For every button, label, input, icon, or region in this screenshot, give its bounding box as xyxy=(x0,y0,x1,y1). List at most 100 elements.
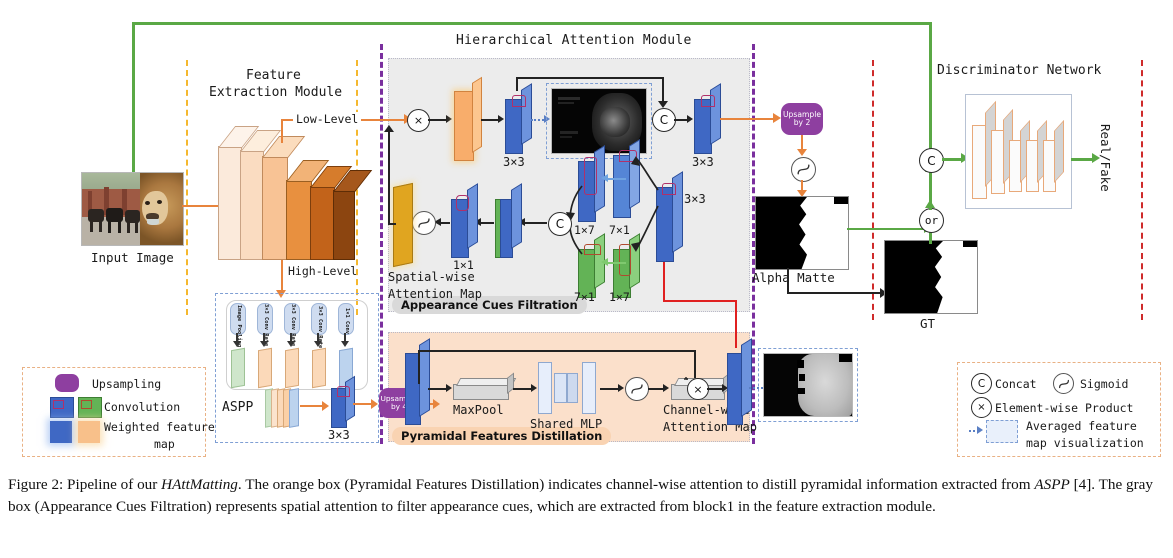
red-feedback-vertical-right xyxy=(735,300,738,348)
pfd-viz-dashbox xyxy=(758,348,858,422)
arrowhead-highlevel xyxy=(276,290,286,298)
maxpool-label: MaxPool xyxy=(453,403,504,417)
acf-scale-concat-node: C xyxy=(548,212,572,236)
pfd-product-op xyxy=(686,378,688,380)
arrow-weighted-to-conv xyxy=(481,119,500,121)
acf-k1x7-top-slab xyxy=(578,145,605,222)
high-level-label: High-Level xyxy=(288,264,358,278)
legend-weighted-label-2: map xyxy=(154,437,175,451)
legend-weighted-swatch-blue xyxy=(50,421,72,443)
weighted-feature-slab-orange xyxy=(452,76,482,161)
pfd-x-node: × xyxy=(687,378,709,400)
arrow-input-to-backbone xyxy=(182,205,222,208)
green-skip-top xyxy=(132,22,932,25)
low-level-label: Low-Level xyxy=(293,112,362,126)
arrow-conv-to-upsample4 xyxy=(353,403,373,405)
arrow-k7x1-to-k1x7-top xyxy=(608,178,626,180)
pfd-x-symbol: × xyxy=(693,382,703,396)
upsample-by2-line1: Upsample xyxy=(783,110,821,120)
spatial-attention-label-1: Spatial-wise xyxy=(388,270,475,284)
upsample-by4-line2: by 4 xyxy=(390,402,408,411)
caption-pre: Figure 2: Pipeline of our xyxy=(8,476,162,493)
legend-viz-label-2: map visualization xyxy=(1026,436,1144,450)
legend-viz-label-1: Averaged feature xyxy=(1026,419,1137,433)
acf-k7x1-top-label: 7×1 xyxy=(609,223,630,237)
acf-elementwise-product-node: × xyxy=(407,109,430,132)
legend-concat-icon: C xyxy=(971,373,992,394)
lowlevel-vertical xyxy=(281,119,284,143)
acf-conv3x3-branchinput-slab xyxy=(656,171,683,262)
pyramidal-features-tag: Pyramidal Features Distillation xyxy=(392,427,612,445)
concat-to-discriminator xyxy=(942,158,964,161)
acf-feature-map-visualization xyxy=(551,88,647,154)
discriminator-concat-node: C xyxy=(919,148,944,173)
separator-purple-left xyxy=(380,44,383,444)
acf-product-symbol: × xyxy=(413,114,424,127)
backbone-stack xyxy=(218,118,373,263)
pfd-multiply-node xyxy=(685,377,687,379)
upsample-by2-pill: Upsample by 2 xyxy=(781,103,823,135)
spatial-out-left xyxy=(388,223,396,225)
arrow-sigmoid-to-chanattn xyxy=(648,388,666,390)
acf-scale-concat-symbol: C xyxy=(555,217,565,231)
legend-product-label: Element-wise Product xyxy=(995,401,1134,415)
appearance-cues-tag: Appearance Cues Filtration xyxy=(392,296,587,314)
sigmoid-node-spatial xyxy=(412,211,436,235)
caption-italic-hattmatting: HAttMatting xyxy=(161,476,238,493)
arrow-aspp-to-conv xyxy=(300,405,324,407)
legend-concat-symbol: C xyxy=(977,377,986,390)
discriminator-output-line xyxy=(1071,158,1095,161)
acf-split-slab xyxy=(495,183,522,258)
arrow-concat-to-conv3x3b xyxy=(674,119,690,121)
acf-conv3x3-top-label: 3×3 xyxy=(503,155,525,169)
caption-mid1: . The orange box (Pyramidal Features Dis… xyxy=(237,476,1035,493)
conv3x3-aspp-slab xyxy=(331,375,355,428)
aspp-box xyxy=(215,293,379,443)
arrow-mul-to-weighted xyxy=(428,119,448,121)
acf-conv1x1-label: 1×1 xyxy=(453,258,474,272)
legend-sigmoid-icon xyxy=(1053,373,1074,394)
discriminator-title: Discriminator Network xyxy=(937,63,1102,78)
aspp-label: ASPP xyxy=(222,400,254,415)
acf-top-route-up xyxy=(516,77,518,91)
legend-upsampling-label: Upsampling xyxy=(92,377,162,391)
legend-sigmoid-label: Sigmoid xyxy=(1080,377,1129,391)
pfd-output-slab xyxy=(727,338,752,425)
acf-concat-symbol: C xyxy=(659,113,669,127)
legend-convolution-swatch-green xyxy=(78,397,102,418)
alpha-to-gt-down xyxy=(787,268,789,294)
arrow-to-upsample2 xyxy=(720,118,776,121)
arrow-prod-to-out xyxy=(707,388,725,390)
arrow-mlp-to-sigmoid xyxy=(600,388,621,390)
upsample-by2-line2: by 2 xyxy=(793,118,811,127)
legend-upsampling-swatch xyxy=(55,374,79,392)
dotted-arrow-acf-viz xyxy=(531,119,547,121)
pfd-feature-map-visualization xyxy=(763,353,853,417)
pfd-skip-top xyxy=(418,350,696,352)
acf-k1x7-top-label: 1×7 xyxy=(574,223,595,237)
alpha-matte-label: Alpha Matte xyxy=(752,270,835,285)
pfd-skip-right xyxy=(694,350,696,384)
feature-extraction-title-line2: Extraction Module xyxy=(209,85,343,100)
acf-top-route-across xyxy=(516,77,664,79)
green-skip-right xyxy=(929,22,932,160)
conv3x3-aspp-label: 3×3 xyxy=(328,428,350,442)
hierarchical-attention-title: Hierarchical Attention Module xyxy=(456,33,692,48)
feature-extraction-title-line1: Feature xyxy=(246,68,301,83)
arrow-1x1-to-sigmoid xyxy=(440,222,450,224)
legend-concat-label: Concat xyxy=(995,377,1037,391)
real-fake-label: Real/Fake xyxy=(1098,124,1113,192)
red-feedback-horizontal xyxy=(663,300,737,303)
legend-viz-dotted-line xyxy=(969,430,979,432)
legend-convolution-swatch-blue xyxy=(50,397,74,418)
sigmoid-node-pfd xyxy=(625,377,649,401)
shared-mlp-label: Shared MLP xyxy=(530,417,603,431)
acf-k7x1-bot-label: 7×1 xyxy=(574,290,595,304)
input-image-label: Input Image xyxy=(91,250,174,265)
legend-viz-swatch xyxy=(986,420,1018,443)
separator-red-right xyxy=(1141,60,1143,320)
legend-product-icon: × xyxy=(971,397,992,418)
spatial-attention-map-slab xyxy=(393,182,415,268)
legend-weighted-label-1: Weighted feature xyxy=(104,420,215,434)
